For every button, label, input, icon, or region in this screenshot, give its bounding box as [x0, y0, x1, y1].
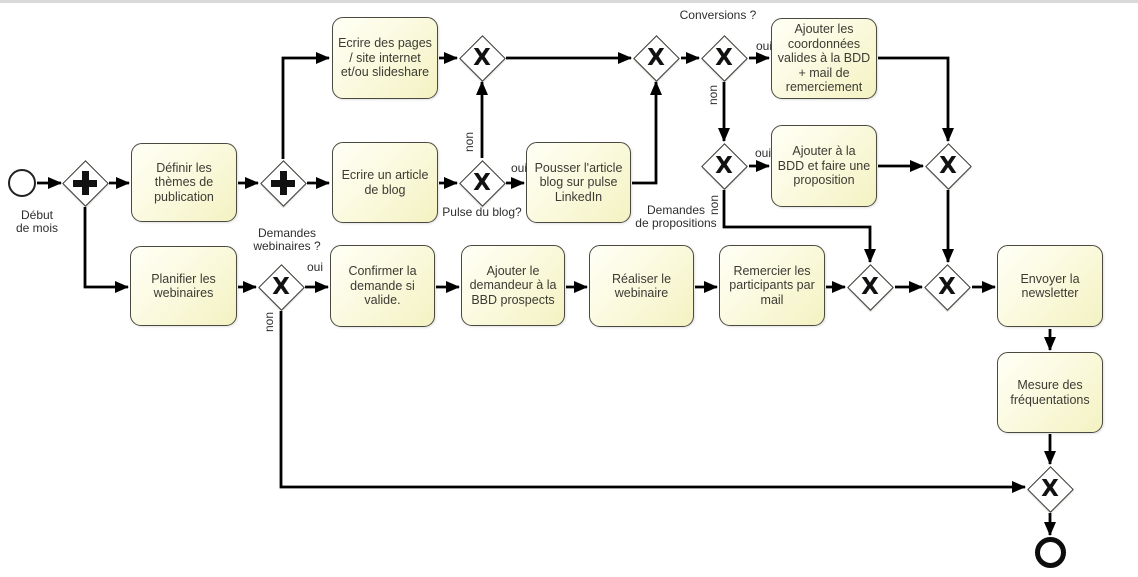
- xor-gateway-merge-bdd: X: [925, 143, 972, 190]
- exclusive-gateway-icon: X: [939, 153, 957, 179]
- exclusive-gateway-icon: X: [473, 45, 491, 71]
- flow-propositions-non-to-merge4: [722, 190, 876, 263]
- exclusive-gateway-icon: X: [272, 274, 290, 300]
- xor-gateway-merge-newsletter: X: [924, 264, 971, 311]
- exclusive-gateway-icon: X: [473, 170, 491, 196]
- flow-coordonnees-to-merge3: [878, 56, 954, 142]
- label-non-webinaires: non: [262, 311, 276, 333]
- xor-gateway-merge-blog: X: [633, 35, 680, 82]
- xor-gateway-demandes-propositions: X: [701, 143, 748, 190]
- exclusive-gateway-icon: X: [715, 153, 733, 179]
- start-event: [8, 169, 36, 197]
- task-envoyer-newsletter: Envoyer la newsletter: [997, 245, 1103, 327]
- task-ecrire-article: Ecrire un article de blog: [332, 142, 438, 223]
- task-mesure-frequentations: Mesure des fréquentations: [997, 352, 1103, 433]
- exclusive-gateway-icon: X: [1041, 476, 1059, 502]
- label-non-conversions: non: [706, 84, 720, 106]
- flow-webinaires-non-to-final-merge: [279, 311, 1026, 493]
- task-ecrire-pages: Ecrire des pages / site internet et/ou s…: [332, 17, 438, 99]
- parallel-gateway-icon: [62, 160, 108, 206]
- task-confirmer-demande: Confirmer la demande si valide.: [330, 245, 435, 327]
- exclusive-gateway-icon: X: [715, 45, 733, 71]
- label-demandes-propositions: Demandes de propositions: [635, 203, 717, 231]
- flow-split2-to-ecrire-pages: [281, 52, 330, 159]
- label-oui-conversions: oui: [755, 39, 772, 53]
- task-ajouter-demandeur: Ajouter le demandeur à la BBD prospects: [461, 245, 565, 326]
- flow-pousser-to-merge2: [632, 81, 662, 185]
- task-planifier-webinaires: Planifier les webinaires: [130, 246, 237, 326]
- xor-gateway-conversions: X: [701, 35, 748, 82]
- top-edge-line: [0, 0, 1138, 3]
- task-ajouter-coordonnees: Ajouter les coordonnées valides à la BDD…: [771, 18, 877, 99]
- exclusive-gateway-icon: X: [861, 274, 879, 300]
- task-pousser-article: Pousser l'article blog sur pulse LinkedI…: [526, 142, 631, 223]
- start-event-label: Début de mois: [15, 208, 59, 236]
- exclusive-gateway-icon: X: [938, 274, 956, 300]
- task-realiser-webinaire: Réaliser le webinaire: [589, 245, 694, 327]
- task-remercier-participants: Remercier les participants par mail: [719, 245, 825, 326]
- label-demandes-webinaires: Demandes webinaires ?: [253, 226, 321, 254]
- exclusive-gateway-icon: X: [647, 45, 665, 71]
- xor-gateway-demandes-webinaires: X: [258, 264, 305, 311]
- label-conversions: Conversions ?: [679, 8, 757, 22]
- xor-gateway-merge-webinaire: X: [847, 264, 894, 311]
- label-oui-webinaires: oui: [306, 260, 323, 274]
- task-ajouter-bdd-proposition: Ajouter à la BDD et faire une propositio…: [771, 125, 877, 207]
- task-definir-themes: Définir les thèmes de publication: [131, 143, 237, 222]
- parallel-gateway-split: [62, 160, 109, 207]
- label-pulse-du-blog: Pulse du blog?: [442, 205, 522, 219]
- parallel-gateway-icon: [260, 160, 306, 206]
- label-oui-pulse: oui: [510, 161, 527, 175]
- flow-split-to-planifier: [83, 207, 129, 293]
- end-event: [1035, 537, 1066, 568]
- parallel-gateway-split-2: [260, 160, 307, 207]
- label-non-pulse: non: [462, 131, 476, 153]
- xor-gateway-pulse-du-blog: X: [459, 160, 506, 207]
- label-oui-propositions: oui: [754, 146, 771, 160]
- xor-gateway-merge-pages: X: [459, 35, 506, 82]
- xor-gateway-final-merge: X: [1027, 466, 1074, 513]
- label-non-propositions: non: [707, 194, 721, 216]
